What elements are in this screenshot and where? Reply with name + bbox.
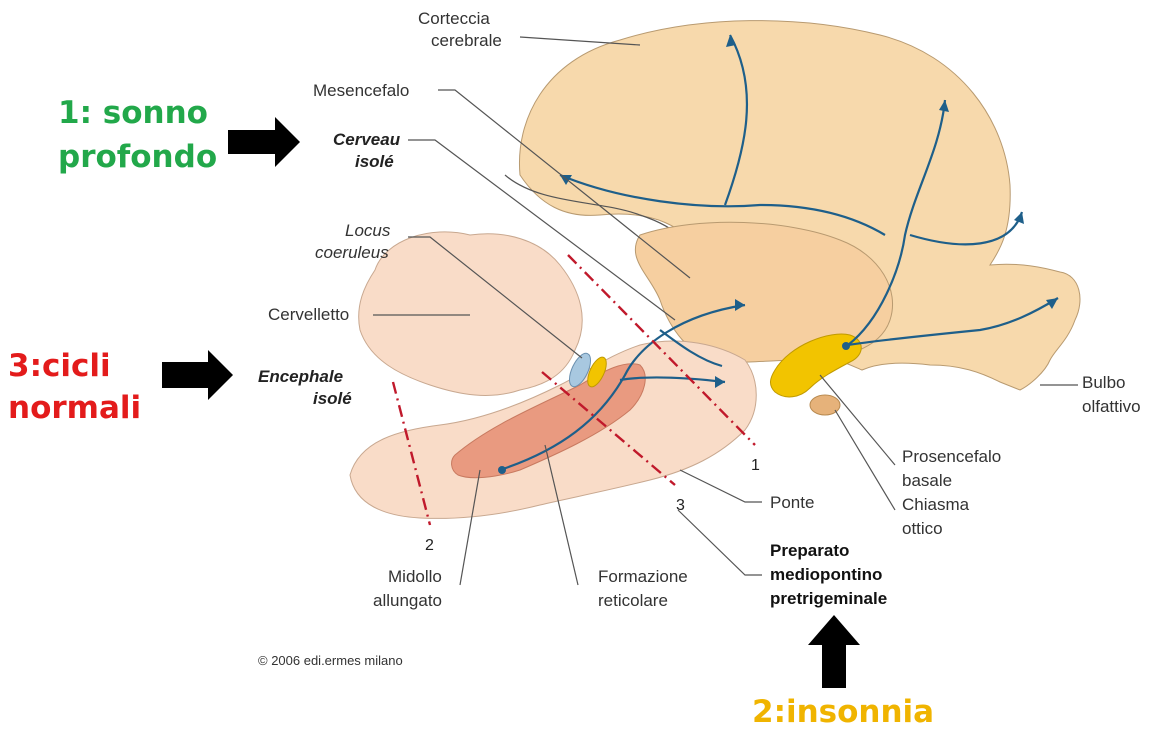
leader-preparato — [678, 510, 762, 575]
leader-prosencefalo — [820, 375, 895, 465]
arrow-right-icon — [162, 350, 233, 400]
annotation-insonnia: 2:insonnia — [752, 694, 934, 730]
tract-origin-dot — [498, 466, 506, 474]
label-preparato: Preparato mediopontino pretrigeminale — [770, 541, 887, 608]
label-mesencefalo: Mesencefalo — [313, 81, 409, 100]
copyright-text: © 2006 edi.ermes milano — [258, 653, 403, 668]
label-formazione: Formazione reticolare — [598, 567, 693, 610]
annotation-sonno-profondo: 1: sonno profondo — [58, 95, 219, 175]
arrow-right-icon — [228, 117, 300, 167]
label-corteccia: Corteccia cerebrale — [418, 9, 502, 50]
optic-chiasm-shape — [810, 395, 840, 415]
annotation-cicli-normali: 3:cicli normali — [8, 348, 141, 426]
cut-number-1: 1 — [751, 457, 760, 474]
arrow-up-icon — [808, 615, 860, 688]
label-bulbo: Bulbo olfattivo — [1082, 373, 1141, 416]
tract-origin-dot-2 — [842, 342, 850, 350]
cerebellum-shape — [359, 232, 583, 396]
cut-number-2: 2 — [425, 537, 434, 554]
leader-chiasma — [835, 410, 895, 510]
label-midollo: Midollo allungato — [373, 567, 447, 610]
label-cervelletto: Cervelletto — [268, 305, 349, 324]
label-locus-coeruleus: Locus coeruleus — [315, 221, 395, 262]
label-ponte: Ponte — [770, 493, 814, 512]
leader-ponte — [680, 470, 762, 502]
label-prosencefalo: Prosencefalo basale — [902, 447, 1006, 490]
cut-number-3: 3 — [676, 497, 685, 514]
label-encephale-isole: Encephale isolé — [258, 367, 352, 408]
label-chiasma: Chiasma ottico — [902, 495, 974, 538]
label-cerveau-isole: Cerveau isolé — [333, 130, 405, 171]
